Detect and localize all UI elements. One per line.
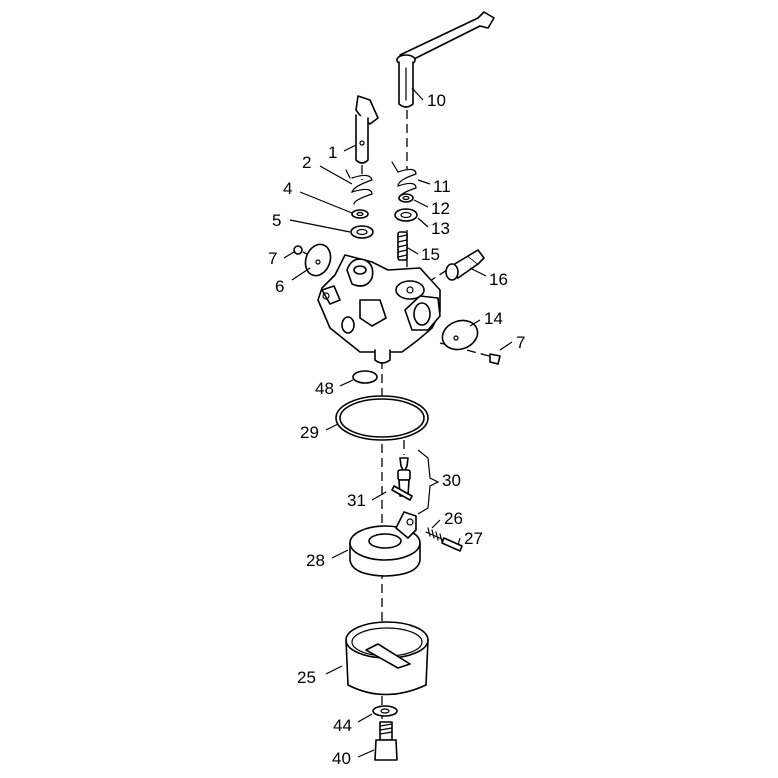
part-2-spring: [345, 169, 373, 205]
part-48-plug: [352, 370, 378, 384]
label-7-upper: 7: [268, 249, 277, 268]
label-25: 25: [297, 668, 316, 687]
label-28: 28: [306, 551, 325, 570]
part-number-labels: 1 2 4 5 7 6 10 11 12 13 15 16 14 7 48 29…: [268, 91, 525, 768]
part-5-seal: [350, 225, 374, 239]
label-4: 4: [283, 179, 292, 198]
label-2: 2: [302, 153, 311, 172]
label-15: 15: [421, 245, 440, 264]
part-12-washer: [398, 193, 414, 203]
label-31: 31: [347, 491, 366, 510]
carburetor-body: [317, 254, 441, 364]
label-6: 6: [275, 277, 284, 296]
label-40: 40: [332, 749, 351, 768]
part-26-spring: [425, 527, 445, 543]
label-10: 10: [427, 91, 446, 110]
part-6-choke-plate: [304, 243, 332, 277]
leader-lines: [283, 87, 513, 758]
part-11-spring: [391, 161, 417, 199]
part-31-float-pin: [391, 485, 413, 501]
part-40-bowl-nut: [374, 721, 398, 761]
label-12: 12: [431, 199, 450, 218]
label-5: 5: [272, 211, 281, 230]
label-30: 30: [442, 471, 461, 490]
part-27-screw: [441, 537, 463, 552]
part-7-screw-lower: [489, 353, 501, 365]
label-26: 26: [444, 509, 463, 528]
part-13-seal: [394, 208, 418, 222]
part-25-float-bowl: [345, 621, 429, 696]
label-13: 13: [431, 219, 450, 238]
label-16: 16: [489, 270, 508, 289]
part-15-idle-spring: [397, 231, 408, 261]
label-1: 1: [328, 143, 337, 162]
part-28-float: [349, 511, 421, 577]
part-7-screw-upper: [293, 245, 303, 255]
part-16-fuel-inlet: [445, 249, 485, 281]
part-4-washer: [351, 209, 369, 219]
part-1-choke-shaft: [355, 95, 379, 164]
label-14: 14: [484, 309, 503, 328]
part-29-gasket: [335, 395, 429, 441]
part-10-throttle-shaft: [396, 11, 495, 108]
label-27: 27: [464, 529, 483, 548]
label-48: 48: [315, 379, 334, 398]
label-7-lower: 7: [516, 333, 525, 352]
label-44: 44: [333, 716, 352, 735]
label-29: 29: [300, 423, 319, 442]
label-11: 11: [433, 177, 451, 196]
part-44-washer: [372, 705, 398, 717]
part-14-throttle-plate: [441, 319, 479, 351]
